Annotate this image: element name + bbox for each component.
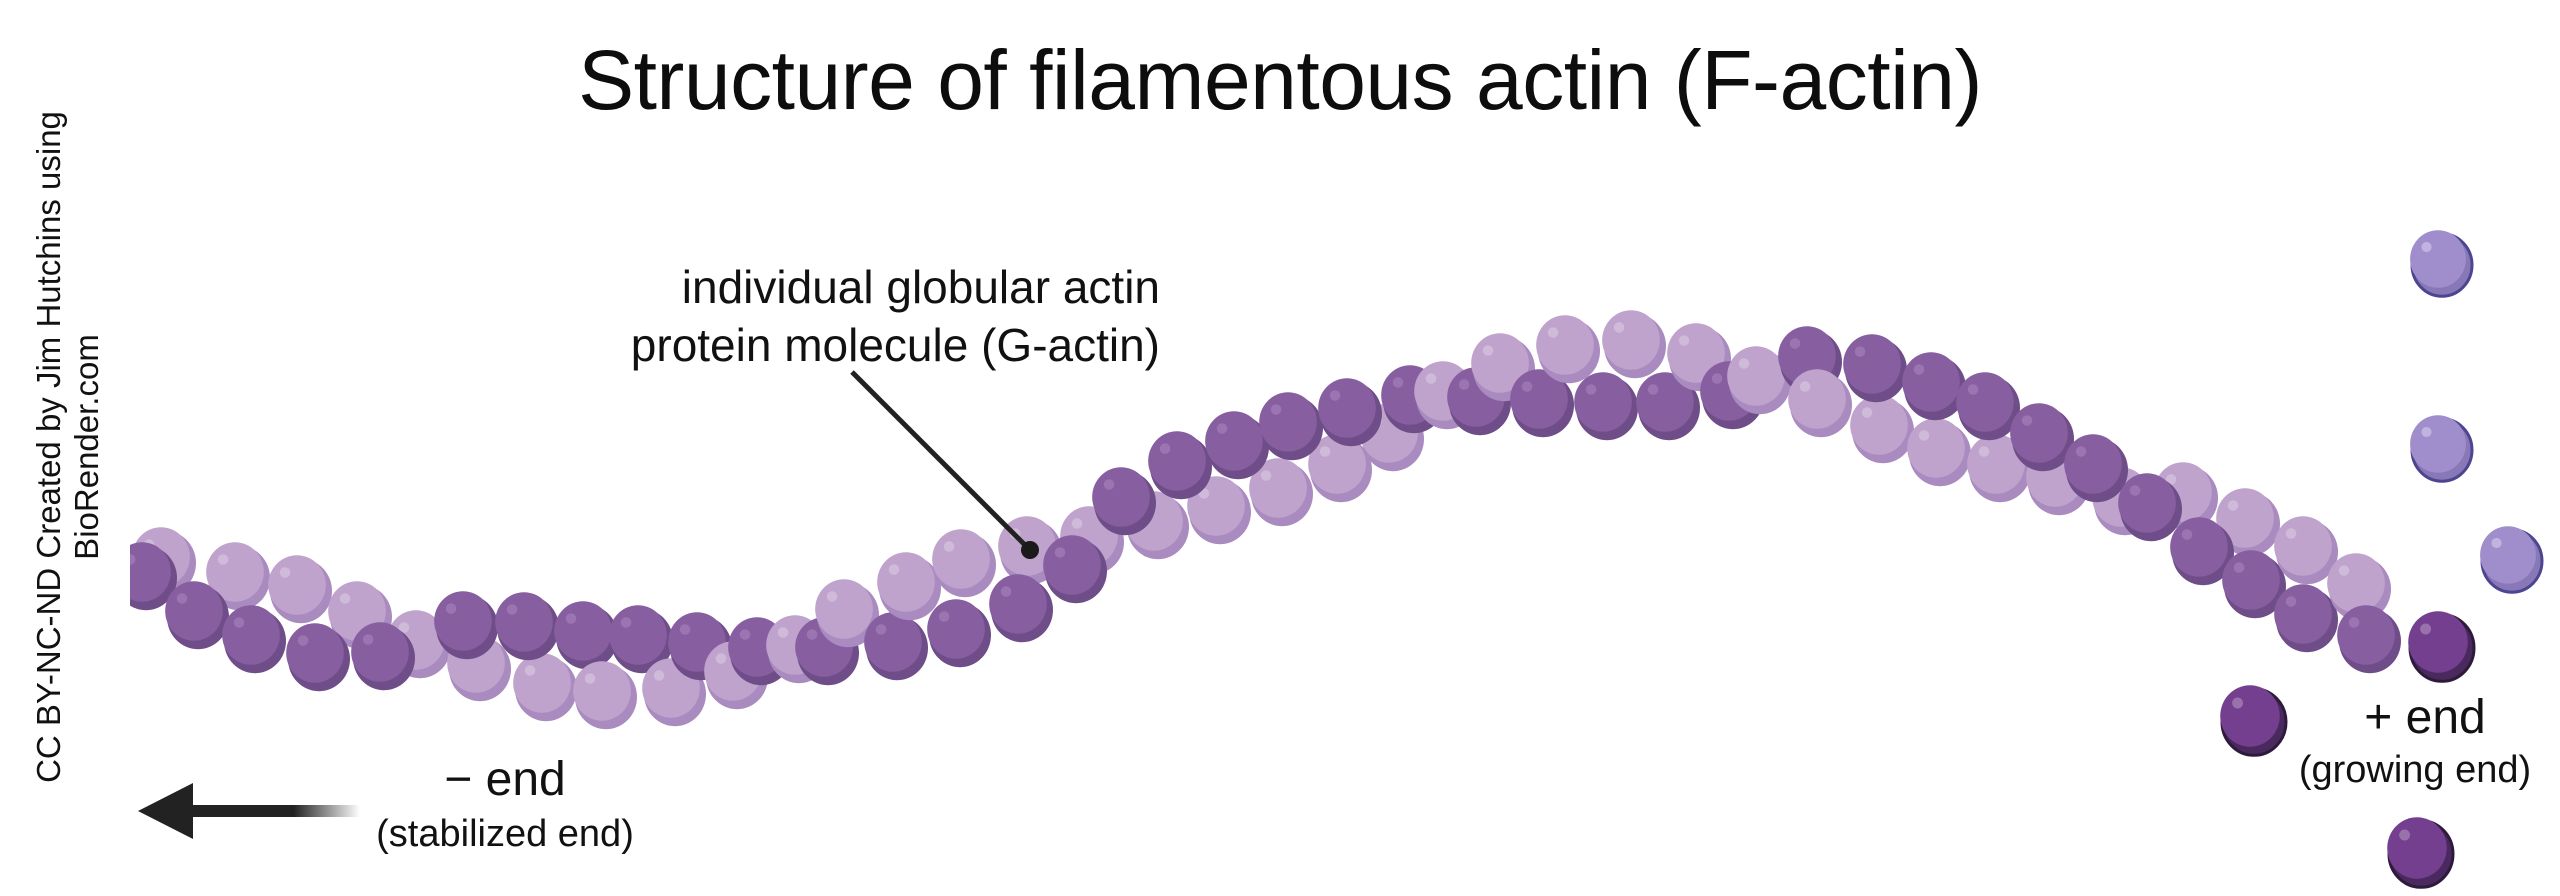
light-strand-bead bbox=[1249, 458, 1313, 527]
light-strand-bead bbox=[2327, 553, 2391, 622]
light-strand-bead bbox=[513, 653, 577, 722]
light-strand-bead bbox=[206, 542, 270, 611]
dark-strand-bead bbox=[554, 601, 618, 670]
free-monomer-dark bbox=[2408, 611, 2476, 683]
free-monomer-light bbox=[2410, 415, 2474, 483]
dark-strand-bead bbox=[1259, 392, 1323, 461]
plus-end-label: + end bbox=[2364, 691, 2486, 744]
dark-strand-bead bbox=[1574, 372, 1638, 441]
dark-strand-bead bbox=[2118, 473, 2182, 542]
dark-strand-bead bbox=[2274, 584, 2338, 653]
gactin-label-line2: protein molecule (G-actin) bbox=[630, 319, 1160, 371]
dark-strand-bead bbox=[1843, 334, 1907, 403]
dark-strand-bead bbox=[1205, 411, 1269, 480]
light-strand-bead bbox=[1308, 434, 1372, 503]
light-strand-bead bbox=[1788, 369, 1852, 438]
gactin-label: individual globular actin protein molecu… bbox=[560, 258, 1160, 374]
minus-end-arrow-icon bbox=[138, 783, 360, 839]
light-strand-bead bbox=[1602, 310, 1666, 379]
light-strand-bead bbox=[573, 661, 637, 730]
dark-strand-bead bbox=[130, 542, 177, 611]
dark-strand-bead bbox=[1043, 535, 1107, 604]
dark-strand-bead bbox=[351, 622, 415, 691]
dark-strand-bead bbox=[1902, 352, 1966, 421]
dark-strand-bead bbox=[286, 623, 350, 692]
dark-strand-bead bbox=[2337, 605, 2401, 674]
dark-strand-bead bbox=[2222, 550, 2286, 619]
dark-strand-bead bbox=[495, 592, 559, 661]
gactin-pointer bbox=[850, 370, 1039, 559]
dark-strand-bead bbox=[2170, 517, 2234, 586]
light-strand-bead bbox=[2274, 516, 2338, 585]
dark-strand-bead bbox=[434, 591, 498, 660]
dark-strand-bead bbox=[165, 581, 229, 650]
light-strand-bead bbox=[932, 529, 996, 598]
dark-strand-bead bbox=[1636, 372, 1700, 441]
dark-strand-bead bbox=[1318, 378, 1382, 447]
light-strand-bead bbox=[1187, 476, 1251, 545]
dark-strand-bead bbox=[927, 599, 991, 668]
dark-strand-bead bbox=[1510, 369, 1574, 438]
minus-end-sublabel: (stabilized end) bbox=[376, 813, 634, 855]
dark-strand-bead bbox=[1148, 431, 1212, 500]
free-monomer-light bbox=[2410, 230, 2474, 298]
minus-end-label: − end bbox=[444, 753, 566, 806]
gactin-label-line1: individual globular actin bbox=[681, 261, 1160, 313]
light-strand-bead bbox=[815, 579, 879, 648]
light-strand-bead bbox=[1850, 395, 1914, 464]
actin-filament bbox=[130, 310, 2401, 730]
free-monomer-dark bbox=[2387, 817, 2455, 889]
dark-strand-bead bbox=[989, 574, 1053, 643]
light-strand-bead bbox=[1907, 418, 1971, 487]
dark-strand-bead bbox=[1092, 467, 1156, 536]
light-strand-bead bbox=[2216, 488, 2280, 557]
free-monomer-light bbox=[2480, 526, 2544, 594]
dark-strand-bead bbox=[1956, 372, 2020, 441]
dark-strand-bead bbox=[609, 605, 673, 674]
free-monomer-dark bbox=[2220, 685, 2288, 757]
dark-strand-bead bbox=[2064, 434, 2128, 503]
diagram-title: Structure of filamentous actin (F-actin) bbox=[578, 33, 1982, 127]
light-strand-bead bbox=[877, 552, 941, 621]
plus-end-sublabel: (growing end) bbox=[2298, 749, 2532, 791]
dark-strand-bead bbox=[222, 605, 286, 674]
light-strand-bead bbox=[268, 555, 332, 624]
dark-strand-bead bbox=[2010, 403, 2074, 472]
light-strand-bead bbox=[1536, 315, 1600, 384]
light-strand-bead bbox=[1727, 346, 1791, 415]
dark-strand-bead bbox=[864, 612, 928, 681]
free-g-actin-monomers bbox=[2220, 230, 2544, 889]
